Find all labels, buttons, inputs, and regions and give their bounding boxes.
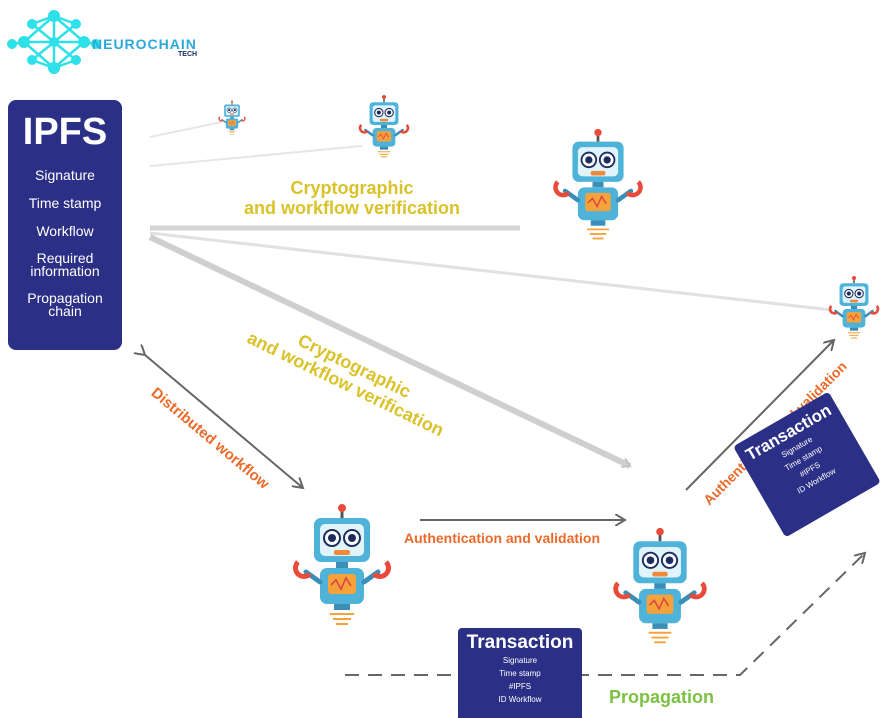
ipfs-item-text: Propagation	[27, 290, 103, 306]
ipfs-title: IPFS	[22, 111, 108, 153]
propagation-label: Propagation	[609, 687, 715, 707]
ipfs-item-timestamp: Time stamp	[8, 196, 122, 210]
transaction-item: Signature	[502, 656, 538, 665]
robot-node-icon	[612, 526, 708, 648]
arrow-distributed-workflow	[145, 355, 303, 488]
neurochain-logo-icon	[7, 10, 100, 74]
ipfs-item-text: Workflow	[36, 223, 94, 239]
transaction-item: #IPFS	[508, 682, 532, 691]
robot-node-icon	[218, 100, 246, 136]
line-ipfs-robot-center	[148, 234, 630, 469]
crypto-verification-label-top: Cryptographic and workflow verification	[212, 178, 492, 218]
ipfs-item-text: Time stamp	[28, 195, 102, 211]
transaction-item: Time stamp	[499, 669, 541, 678]
robot-node-icon	[358, 94, 410, 160]
line-ipfs-robot-right	[149, 231, 833, 312]
ipfs-item-text: Required	[36, 250, 94, 266]
label-line: Cryptographic	[290, 178, 414, 198]
transaction-item: ID Workflow	[498, 695, 542, 704]
ipfs-item-text: chain	[48, 303, 82, 319]
line-ipfs-robot-b	[149, 145, 363, 167]
ipfs-item-signature: Signature	[8, 168, 122, 182]
ipfs-item-workflow: Workflow	[8, 224, 122, 238]
ipfs-item-text: Signature	[35, 167, 95, 183]
line-ipfs-robot-a	[149, 121, 223, 138]
robot-node-icon	[292, 502, 392, 630]
arrow-auth-right	[685, 340, 834, 491]
label-line: and workflow verification	[243, 198, 461, 218]
brand-name: NEUROCHAIN	[92, 36, 197, 52]
robot-node-icon	[828, 275, 880, 341]
brand-sub: TECH	[178, 51, 198, 58]
arrow-propagation	[345, 553, 865, 676]
transaction-box-bottom: Transaction Signature Time stamp #IPFS I…	[458, 628, 582, 718]
auth-validation-label-bottom: Authentication and validation	[404, 530, 601, 546]
ipfs-box: IPFS Signature Time stamp Workflow Requi…	[8, 100, 122, 350]
robot-node-icon	[552, 127, 644, 244]
transaction-title: Transaction	[466, 632, 574, 653]
ipfs-item-text: information	[30, 263, 100, 279]
